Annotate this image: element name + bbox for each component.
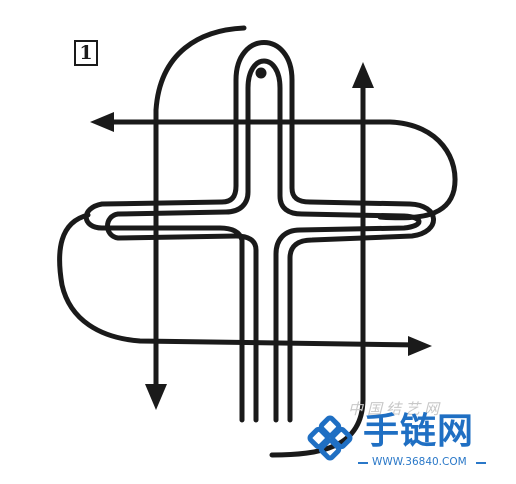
cross-inner-cord (105, 58, 422, 423)
arrow-down-icon (145, 384, 167, 410)
watermark-brand: 手链网 (363, 411, 475, 452)
arrow-up-icon (352, 62, 374, 88)
knot-logo-icon (307, 415, 353, 461)
cross-outer-cord (83, 40, 436, 423)
bottom-horizontal-cord (57, 212, 423, 348)
left-vertical-cord (153, 25, 247, 388)
watermark-subtitle: 中国结艺网 (348, 400, 444, 418)
step-number: 1 (74, 40, 98, 66)
arrow-right-icon (408, 336, 432, 356)
arrow-left-icon (90, 112, 114, 132)
watermark-rule-right (476, 462, 486, 464)
watermark-url: WWW.36840.COM (372, 456, 467, 468)
cord-end-dot (255, 67, 267, 79)
watermark-rule-left (358, 462, 368, 464)
